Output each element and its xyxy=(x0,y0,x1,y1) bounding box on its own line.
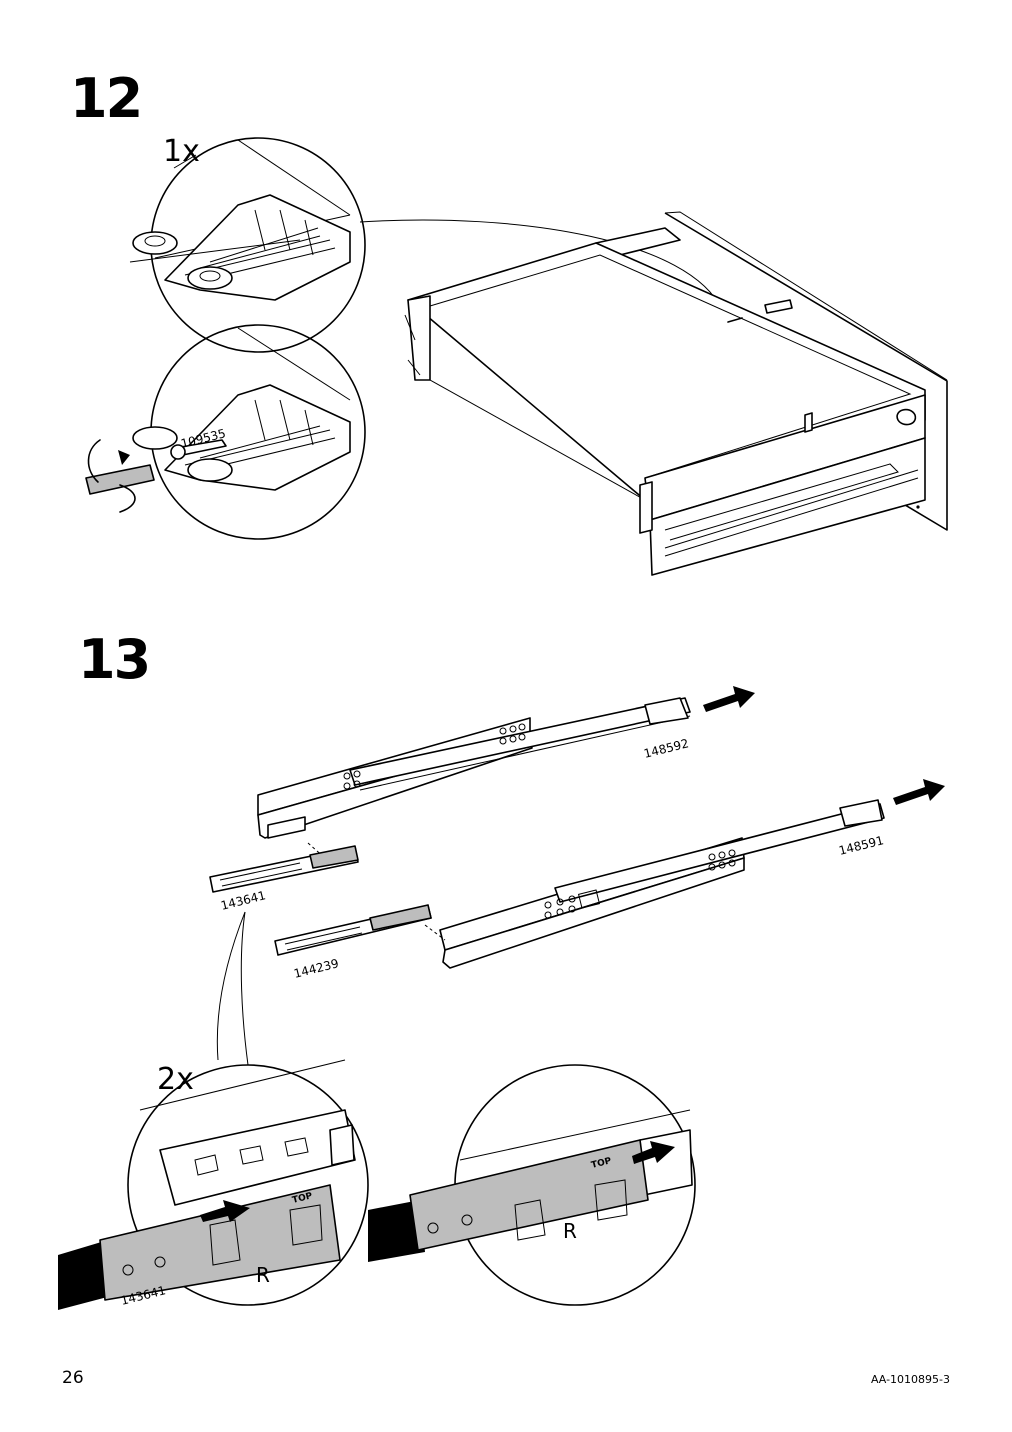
locking-device-143641 xyxy=(209,845,359,893)
arrow-right-icon xyxy=(893,779,945,805)
drawer-cabinet xyxy=(404,211,948,576)
detail-left: TOP R xyxy=(58,1059,369,1310)
detail-right: TOP R xyxy=(368,1064,696,1306)
stamp-top-label-2: TOP xyxy=(590,1156,613,1171)
arrow-right-icon xyxy=(703,686,755,712)
page-number: 26 xyxy=(62,1368,84,1388)
step-12-number: 12 xyxy=(70,67,143,130)
step-12-detail-top xyxy=(129,137,366,353)
part-number-148592: 148592 xyxy=(642,736,690,761)
runner-148592 xyxy=(257,697,691,839)
step-12-quantity: 1x xyxy=(163,134,200,169)
document-code: AA-1010895-3 xyxy=(870,1373,950,1386)
locking-device-144239 xyxy=(274,904,432,956)
stamp-side-label: R xyxy=(256,1263,270,1287)
part-number-144239: 144239 xyxy=(292,956,340,981)
part-number-143641: 143641 xyxy=(219,888,267,913)
step-12-detail-bottom xyxy=(85,324,366,540)
runner-148591 xyxy=(439,799,885,969)
stamp-top-label: TOP xyxy=(291,1191,314,1206)
step-13-number: 13 xyxy=(78,628,151,691)
part-number-148591: 148591 xyxy=(837,833,885,858)
stamp-side-label-2: R xyxy=(563,1219,577,1243)
